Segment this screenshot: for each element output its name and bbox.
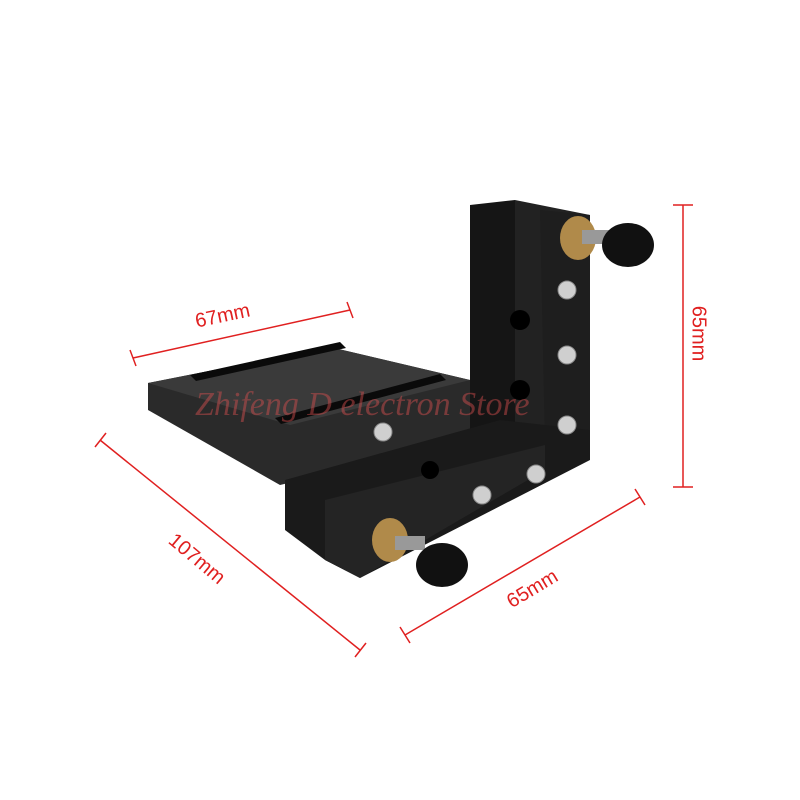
watermark: Zhifeng D electron Store bbox=[195, 386, 530, 423]
adjust-knob-top bbox=[560, 216, 654, 267]
slot bbox=[275, 374, 446, 424]
vertical-arm bbox=[470, 200, 515, 480]
screws bbox=[373, 280, 577, 505]
slot bbox=[190, 342, 346, 381]
dimension-label-height: 65mm bbox=[687, 305, 710, 362]
adjust-knob-bottom bbox=[372, 518, 468, 587]
dimension-lines bbox=[94, 204, 693, 658]
